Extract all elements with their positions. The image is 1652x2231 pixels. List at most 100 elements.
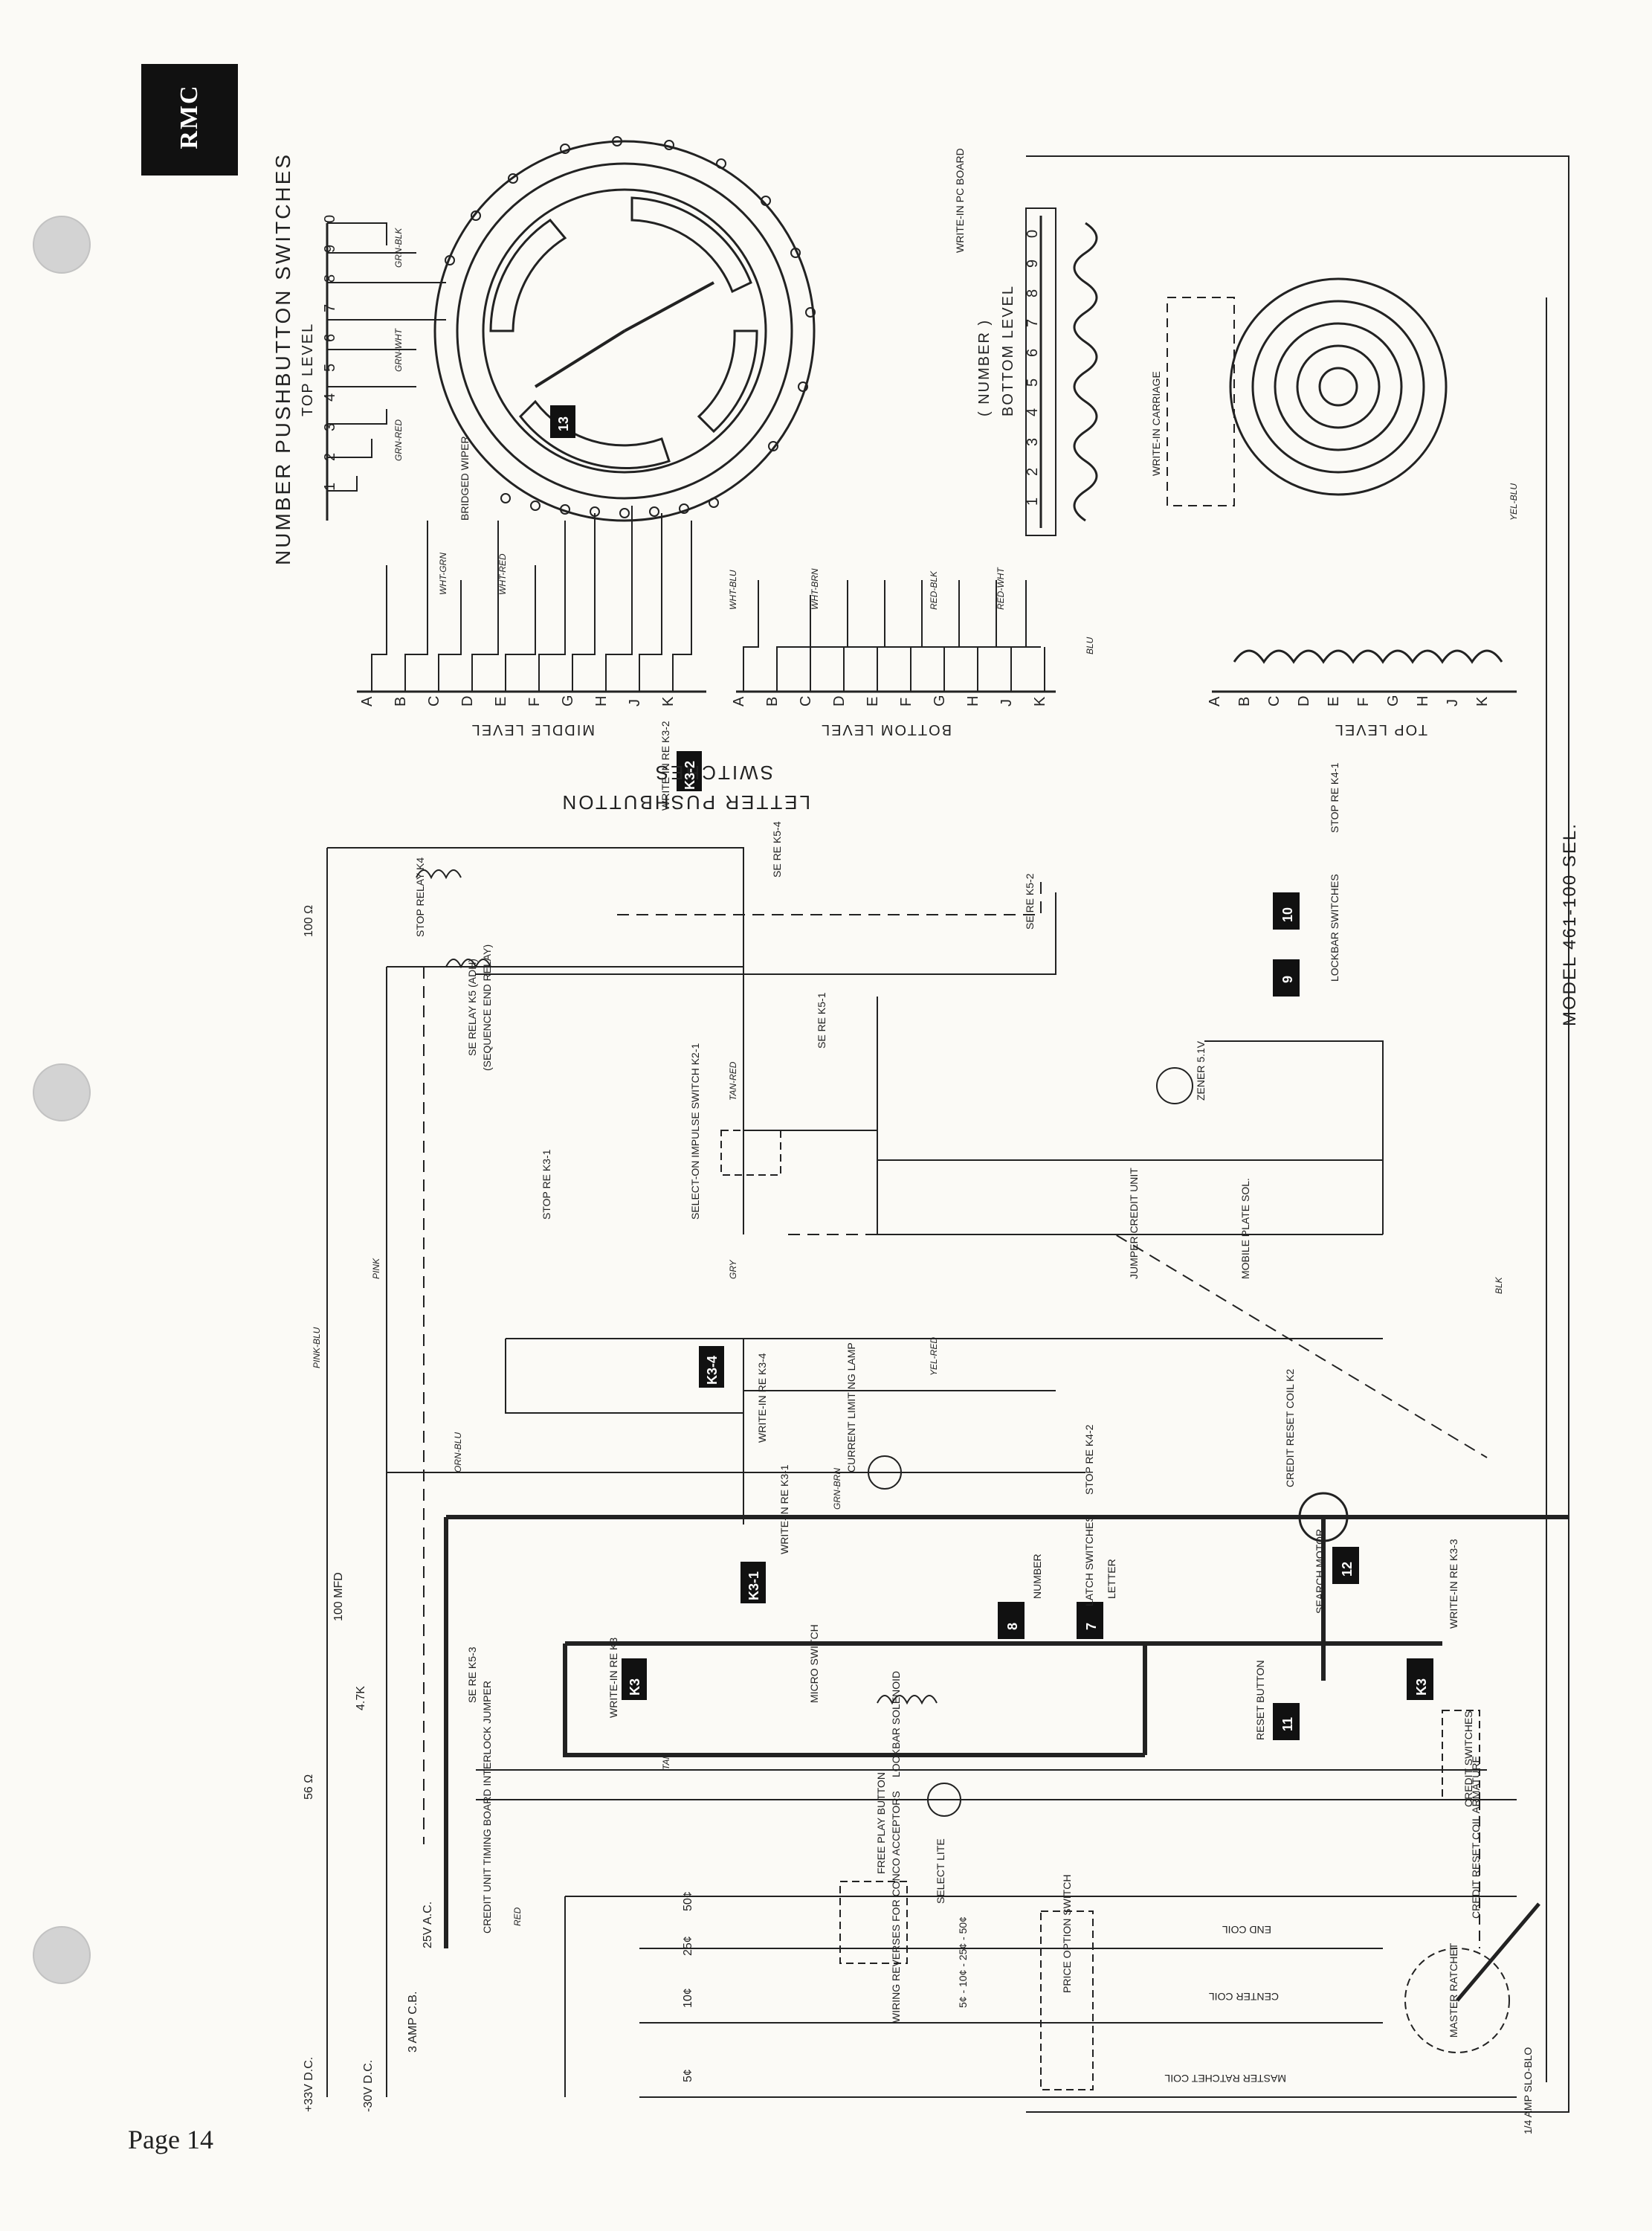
letter-label: G xyxy=(560,695,576,706)
switches-title: SWITCHES xyxy=(654,762,773,784)
jumper-credit-label: JUMPER CREDIT UNIT xyxy=(1128,1168,1140,1279)
select-impulse-label: SELECT-ON IMPULSE SWITCH K2-1 xyxy=(689,1043,701,1220)
badge-label: 8 xyxy=(1005,1623,1020,1630)
wire-label: GRN-WHT xyxy=(393,327,404,372)
stop-relay-label: STOP RELAY K4 xyxy=(414,857,426,937)
digit-label: 6 xyxy=(322,334,338,342)
badge-label: 11 xyxy=(1280,1717,1295,1731)
v30-label: -30V D.C. xyxy=(362,2060,375,2112)
letter-label: B xyxy=(764,697,781,706)
digit-label: 2 xyxy=(322,453,338,461)
letter-label: F xyxy=(526,698,543,706)
digit-label: 7 xyxy=(1025,319,1041,327)
letter-label: A xyxy=(731,696,747,706)
price-option-label: PRICE OPTION SWITCH xyxy=(1061,1875,1073,1993)
se-relay-label: SE RELAY K5 (ADH) xyxy=(466,959,478,1056)
stepper-outer-ring xyxy=(433,140,816,522)
coin-label: 25¢ xyxy=(682,1936,694,1956)
se-k5-4-label: SE RE K5-4 xyxy=(771,821,783,878)
right-bus-frame xyxy=(1026,155,1569,2113)
badges xyxy=(550,405,1433,1740)
price-values-label: 5¢ - 10¢ - 25¢ - 50¢ xyxy=(957,1916,969,2008)
punch-hole-bottom xyxy=(33,1926,91,1984)
bridged-wiper-label: BRIDGED WIPER xyxy=(459,436,471,521)
credit-switch-box xyxy=(1442,1710,1480,1800)
wire-label: RED xyxy=(512,1907,523,1926)
free-play-label: FREE PLAY BUTTON xyxy=(875,1772,887,1874)
letter-label: H xyxy=(965,696,981,706)
letter-label: C xyxy=(1266,696,1282,706)
armature-line xyxy=(1456,1902,1540,2002)
number-bottom-coils xyxy=(1073,222,1098,522)
digit-label: 3 xyxy=(1025,438,1041,446)
badge-label: 7 xyxy=(1084,1623,1099,1630)
number-pushbutton-title: NUMBER PUSHBUTTON SWITCHES xyxy=(271,152,294,565)
digit-label: 3 xyxy=(322,423,338,431)
current-lamp-symbol xyxy=(868,1455,902,1490)
wire-label: RED-BLK xyxy=(929,570,939,610)
se-k5-3-label: SE RE K5-3 xyxy=(466,1646,478,1703)
heavy-motor-bus xyxy=(444,1515,1569,1948)
se-k5-2-label: SE RE K5-2 xyxy=(1024,873,1036,930)
digit-label: 1 xyxy=(322,483,338,491)
se-k5-1-label: SE RE K5-1 xyxy=(816,992,827,1049)
bottom-level-title: BOTTOM LEVEL xyxy=(1000,285,1016,416)
master-ratchet-label: MASTER RATCHET xyxy=(1448,1942,1459,2038)
coin-label: 10¢ xyxy=(682,1988,694,2008)
search-motor-symbol xyxy=(1298,1492,1349,1542)
write-in-k3-1-label: WRITE-IN RE K3-1 xyxy=(778,1464,790,1554)
free-play-box xyxy=(839,1881,908,1964)
relay-labels: WRITE-IN RE K3-2 WRITE-IN RE K3-4 WRITE-… xyxy=(466,721,1459,1718)
badge-labels: 13 K3-2 10 9 K3-4 12 K3-1 8 7 K3 11 K3 xyxy=(556,416,1429,1731)
number-bottom-bracket xyxy=(1025,207,1056,536)
number-bottom-digit-labels: 1 2 3 4 5 6 7 8 9 0 xyxy=(1025,230,1041,506)
letter-label: D xyxy=(459,696,476,706)
digit-label: 2 xyxy=(1025,468,1041,476)
mfd100-label: 100 MFD xyxy=(332,1572,345,1621)
badge-label: K3 xyxy=(627,1678,642,1696)
lockbar-switches-label: LOCKBAR SWITCHES xyxy=(1329,874,1340,982)
zener-symbol xyxy=(1156,1067,1193,1104)
digit-label: 7 xyxy=(322,304,338,312)
carriage-ring-3 xyxy=(1296,344,1381,429)
stepper-segment-4 xyxy=(519,399,671,470)
wire-label: PINK-BLU xyxy=(312,1327,322,1368)
digit-label: 9 xyxy=(322,245,338,253)
stepper-segment-3 xyxy=(697,329,758,434)
digit-label: 8 xyxy=(1025,289,1041,297)
bottom-level-letters-title: BOTTOM LEVEL xyxy=(820,721,952,738)
supply-labels: +33V D.C. -30V D.C. 3 AMP C.B. 25V A.C. … xyxy=(303,905,434,2112)
coin-label: 50¢ xyxy=(682,1891,694,1911)
stop-k4-1-label: STOP RE K4-1 xyxy=(1329,762,1340,833)
top-level-coils xyxy=(1233,649,1503,664)
digit-label: 0 xyxy=(1025,230,1041,238)
stepper-segment-1 xyxy=(489,219,567,332)
search-motor-label: SEARCH MOTOR xyxy=(1314,1529,1326,1614)
top-letter-labels: A B C D E F G H J K xyxy=(1207,695,1491,706)
letter-label: E xyxy=(865,697,881,706)
digit-label: 8 xyxy=(322,274,338,283)
number-bottom-title: ( NUMBER ) xyxy=(976,319,993,416)
price-option-box xyxy=(1040,1910,1094,2090)
credit-line xyxy=(476,1769,1517,1800)
badge-label: K3-1 xyxy=(746,1571,761,1600)
letter-label: A xyxy=(1207,696,1223,706)
write-in-k3-2-label: WRITE-IN RE K3-2 xyxy=(659,721,671,811)
carriage-hub xyxy=(1318,367,1358,407)
zener-label: ZENER 5.1V xyxy=(1195,1040,1207,1101)
punch-hole-middle xyxy=(33,1063,91,1121)
write-in-k3-4-label: WRITE-IN RE K3-4 xyxy=(756,1353,768,1443)
letter-label: J xyxy=(998,699,1015,706)
wire-label: GRN-BRN xyxy=(832,1468,842,1510)
number-top-switches xyxy=(327,222,446,492)
letter-latch-label: LETTER xyxy=(1106,1559,1117,1599)
wiring-reverses-label: WIRING REVERSES FOR CONCO ACCEPTORS xyxy=(890,1791,902,2023)
letter-label: J xyxy=(627,699,643,706)
sequence-end-label: (SEQUENCE END RELAY) xyxy=(481,944,493,1071)
wire-color-labels: GRN-BLK GRN-RED GRN-WHT WHT-GRN WHT-BLU … xyxy=(312,228,1519,1926)
letter-label: K xyxy=(1474,696,1491,706)
relay-network xyxy=(743,848,1384,1235)
wire-label: WHT-GRN xyxy=(438,553,448,595)
letter-label: G xyxy=(1385,695,1401,706)
badge-label: 12 xyxy=(1340,1562,1355,1577)
